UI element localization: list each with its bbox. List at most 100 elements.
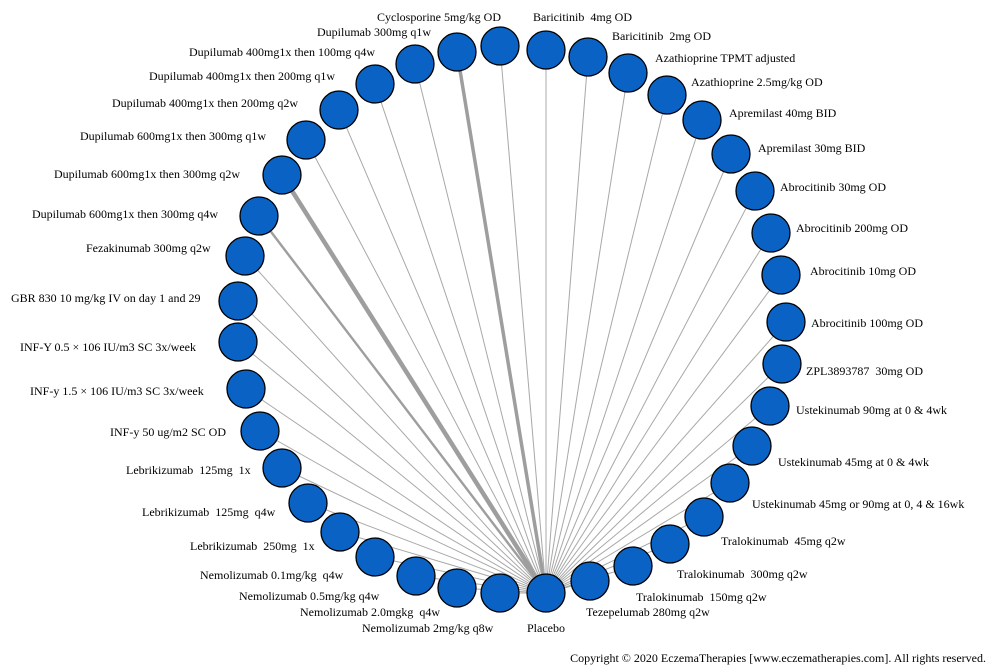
edge-placebo-to-node-12 [545,363,783,594]
treatment-node-13[interactable] [750,386,790,426]
treatment-label-29: GBR 830 10 mg/kg IV on day 1 and 29 [11,291,200,305]
treatment-node-32[interactable] [239,196,279,236]
treatment-node-36[interactable] [355,64,395,104]
edge-placebo-to-node-3 [545,56,589,594]
treatment-label-28: INF-Y 0.5 × 106 IU/m3 SC 3x/week [20,340,196,354]
edge-placebo-to-node-7 [545,153,732,594]
edge-placebo-to-node-5 [545,94,668,594]
treatment-node-33[interactable] [262,155,302,195]
edge-placebo-to-node-31 [244,255,547,594]
treatment-label-23: Lebrikizumab 250mg 1x [190,539,315,553]
treatment-node-10[interactable] [761,255,801,295]
treatment-node-29[interactable] [218,322,258,362]
copyright-notice: Copyright © 2020 EczemaTherapies [www.ec… [570,651,986,665]
treatment-node-12[interactable] [762,344,802,384]
treatment-label-0: Cyclosporine 5mg/kg OD [377,10,501,24]
edge-placebo-to-node-0 [455,51,548,594]
edge-placebo-to-node-17 [545,543,671,594]
treatment-node-9[interactable] [751,213,791,253]
treatment-label-35: Dupilumab 400mg1x then 200mg q1w [149,69,335,83]
treatment-label-34: Dupilumab 400mg1x then 200mg q2w [112,96,298,110]
treatment-node-4[interactable] [608,53,648,93]
treatment-node-26[interactable] [262,448,302,488]
edge-placebo-to-node-37 [414,63,547,594]
treatment-node-8[interactable] [735,171,775,211]
edge-placebo-to-node-26 [281,467,547,594]
treatment-node-19[interactable] [570,561,610,601]
treatment-label-30: Fezakinumab 300mg q2w [86,241,211,255]
edge-placebo-to-node-36 [374,83,547,594]
treatment-node-17[interactable] [650,524,690,564]
edge-placebo-to-node-9 [545,232,772,594]
treatment-label-3: Azathioprine TPMT adjusted [655,51,795,65]
treatment-label-7: Abrocitinib 30mg OD [780,180,886,194]
treatment-node-18[interactable] [613,546,653,586]
treatment-node-21[interactable] [437,568,477,608]
edge-placebo-to-node-8 [545,190,756,594]
treatment-label-22: Nemolizumab 0.1mg/kg q4w [200,568,344,582]
treatment-node-11[interactable] [766,302,806,342]
treatment-label-2: Baricitinib 2mg OD [612,29,711,43]
treatment-node-28[interactable] [226,369,266,409]
treatment-label-9: Abrocitinib 10mg OD [810,264,916,278]
treatment-label-19: Nemolizumab 2mg/kg q8w [362,621,494,635]
edge-placebo-to-node-4 [545,72,629,594]
treatment-label-33: Dupilumab 600mg1x then 300mg q1w [80,129,266,143]
placebo-node[interactable] [526,573,566,613]
edges-layer [237,45,787,595]
treatment-node-5[interactable] [647,75,687,115]
edge-placebo-to-node-28 [245,388,547,594]
treatment-node-24[interactable] [320,512,360,552]
treatment-node-23[interactable] [355,537,395,577]
edge-placebo-to-node-35 [338,109,547,594]
treatment-node-2[interactable] [526,30,566,70]
labels-layer: Cyclosporine 5mg/kg OD Baricitinib 4mg OD… [11,10,964,635]
treatment-node-6[interactable] [682,100,722,140]
treatment-node-3[interactable] [568,37,608,77]
treatment-label-18: Tezepelumab 280mg q2w [586,605,710,619]
treatment-node-37[interactable] [395,44,435,84]
treatment-label-21: Nemolizumab 0.5mg/kg q4w [239,589,380,603]
treatment-node-25[interactable] [288,483,328,523]
treatment-node-34[interactable] [286,120,326,160]
edge-placebo-to-node-33 [280,173,548,595]
treatment-node-31[interactable] [225,236,265,276]
treatment-label-6: Apremilast 30mg BID [758,141,866,155]
treatment-node-15[interactable] [710,463,750,503]
treatment-node-35[interactable] [319,90,359,130]
treatment-node-30[interactable] [218,281,258,321]
edge-placebo-to-node-11 [545,321,787,594]
treatment-label-5: Apremilast 40mg BID [729,106,837,120]
treatment-node-20[interactable] [480,573,520,613]
edge-placebo-to-node-32 [258,215,547,594]
treatment-node-7[interactable] [711,134,751,174]
treatment-label-11: ZPL3893787 30mg OD [806,364,923,378]
treatment-label-37: Dupilumab 300mg q1w [317,25,431,39]
treatment-label-24: Lebrikizumab 125mg q4w [142,505,276,519]
edge-placebo-to-node-13 [545,405,771,594]
treatment-label-12: Ustekinumab 90mg at 0 & 4wk [796,403,947,417]
treatment-label-4: Azathioprine 2.5mg/kg OD [691,75,823,89]
treatment-label-1: Baricitinib 4mg OD [533,10,632,24]
treatment-label-14: Ustekinumab 45mg or 90mg at 0, 4 & 16wk [752,497,964,511]
treatment-label-15: Tralokinumab 45mg q2w [721,534,846,548]
treatment-label-8: Abrocitinib 200mg OD [796,221,908,235]
edge-placebo-to-node-29 [237,341,547,594]
treatment-node-0[interactable] [437,32,477,72]
edge-placebo-to-node-22 [415,575,547,594]
treatment-label-16: Tralokinumab 300mg q2w [677,567,808,581]
treatment-label-13: Ustekinumab 45mg at 0 & 4wk [778,455,929,469]
edge-placebo-to-node-6 [545,119,703,594]
treatment-node-1[interactable] [480,26,520,66]
treatment-node-22[interactable] [396,556,436,596]
edge-placebo-to-node-30 [237,300,547,594]
treatment-node-27[interactable] [240,411,280,451]
treatment-label-20: Nemolizumab 2.0mgkg q4w [300,605,440,619]
treatment-label-32: Dupilumab 600mg1x then 300mg q2w [54,167,240,181]
treatment-label-36: Dupilumab 400mg1x then 100mg q4w [189,45,375,59]
treatment-node-16[interactable] [684,497,724,537]
treatment-node-14[interactable] [732,426,772,466]
nodes-layer [218,26,806,613]
treatment-label-26: INF-y 50 ug/m2 SC OD [110,425,226,439]
